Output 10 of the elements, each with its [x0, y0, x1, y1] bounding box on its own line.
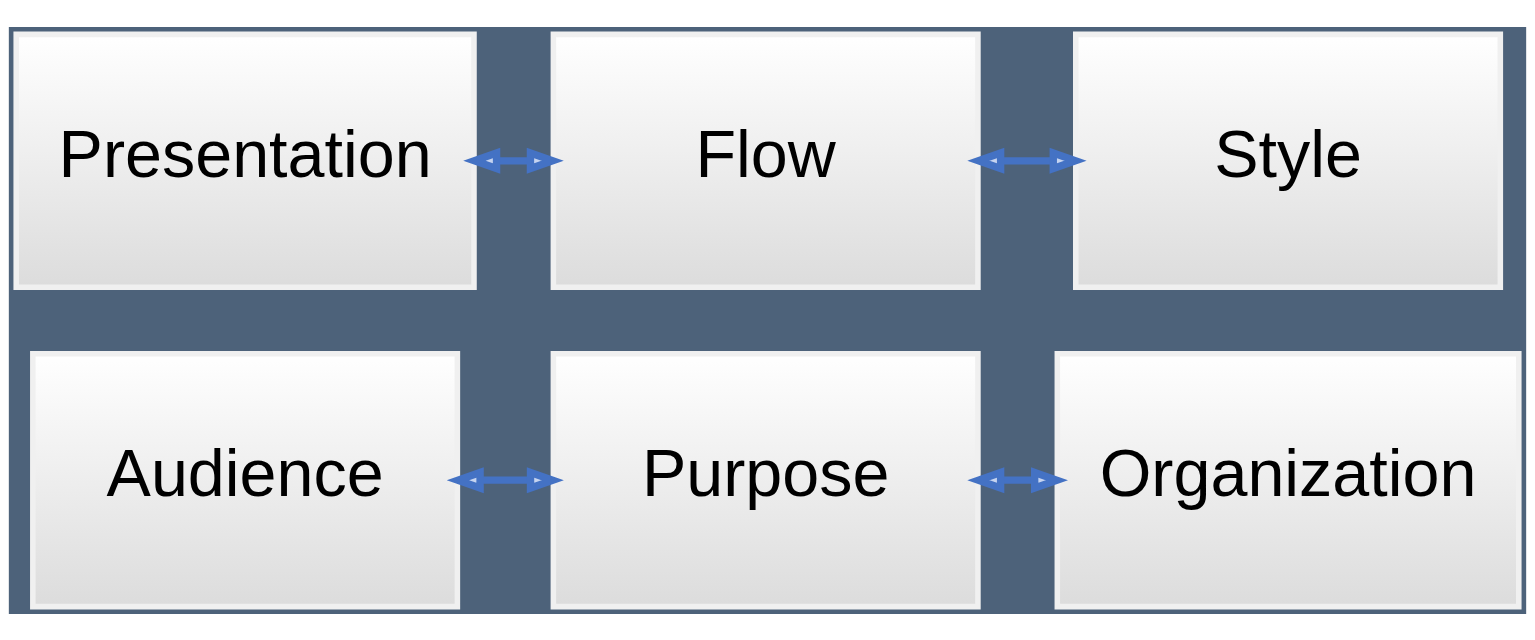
arrow — [967, 466, 1068, 493]
node-box: Flow — [550, 31, 981, 290]
node-box: Purpose — [550, 350, 981, 609]
node-box: Audience — [30, 350, 461, 609]
arrow — [967, 147, 1087, 174]
arrow — [446, 466, 564, 493]
node-box: Style — [1073, 31, 1504, 290]
arrow — [463, 147, 564, 174]
node-box: Organization — [1054, 350, 1522, 609]
node-box: Presentation — [13, 31, 477, 290]
